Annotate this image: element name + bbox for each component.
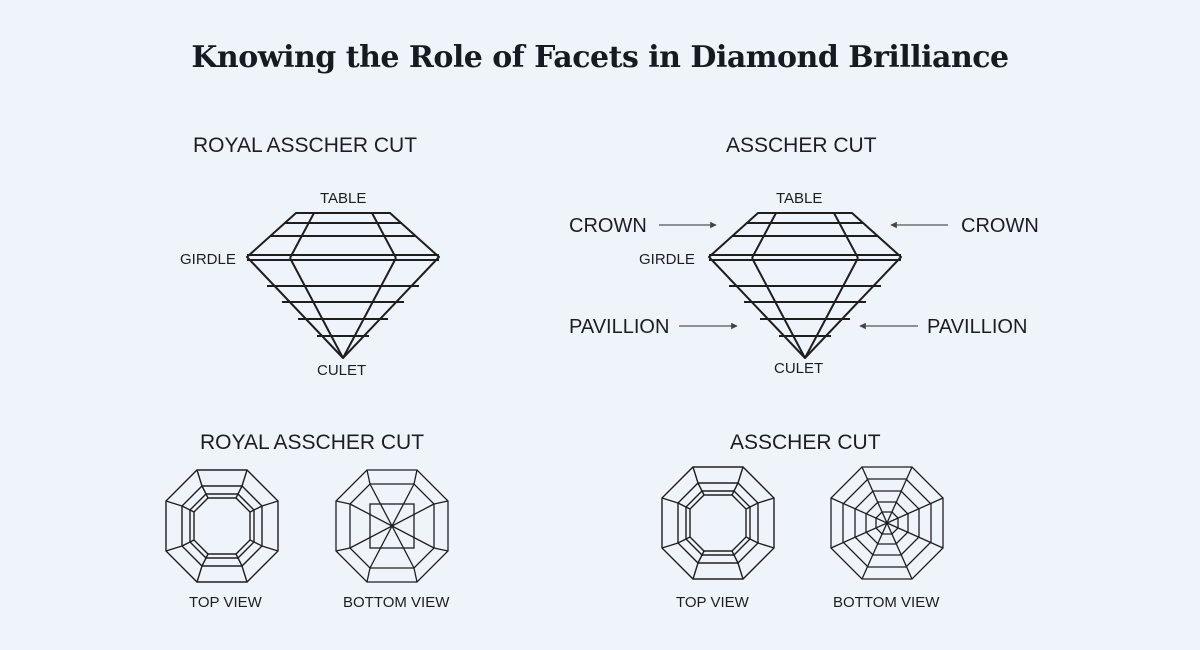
top-view-label: TOP VIEW bbox=[189, 594, 262, 611]
asscher-top-view bbox=[661, 466, 775, 580]
royal-asscher-bottom-view bbox=[335, 469, 449, 583]
girdle-label: GIRDLE bbox=[639, 251, 695, 268]
royal-asscher-side-diagram bbox=[246, 212, 440, 359]
annotation-arrows bbox=[659, 221, 948, 330]
top-view-label: TOP VIEW bbox=[676, 594, 749, 611]
asscher-side-diagram bbox=[708, 212, 902, 359]
pavilion-label-left: PAVILLION bbox=[569, 316, 670, 338]
culet-label: CULET bbox=[774, 360, 824, 377]
royal-asscher-side-heading: ROYAL ASSCHER CUT bbox=[193, 134, 418, 157]
pavilion-label-right: PAVILLION bbox=[927, 316, 1028, 338]
crown-label-right: CROWN bbox=[961, 215, 1039, 237]
culet-label: CULET bbox=[317, 362, 367, 379]
bottom-view-label: BOTTOM VIEW bbox=[833, 594, 940, 611]
asscher-side-heading: ASSCHER CUT bbox=[726, 134, 877, 157]
royal-asscher-top-view bbox=[165, 469, 279, 583]
royal-asscher-face-heading: ROYAL ASSCHER CUT bbox=[200, 431, 425, 454]
asscher-bottom-view bbox=[830, 466, 944, 580]
table-label: TABLE bbox=[320, 190, 367, 207]
girdle-label: GIRDLE bbox=[180, 251, 236, 268]
asscher-face-heading: ASSCHER CUT bbox=[730, 431, 881, 454]
crown-label-left: CROWN bbox=[569, 215, 647, 237]
table-label: TABLE bbox=[776, 190, 823, 207]
page-title: Knowing the Role of Facets in Diamond Br… bbox=[191, 40, 1009, 75]
bottom-view-label: BOTTOM VIEW bbox=[343, 594, 450, 611]
